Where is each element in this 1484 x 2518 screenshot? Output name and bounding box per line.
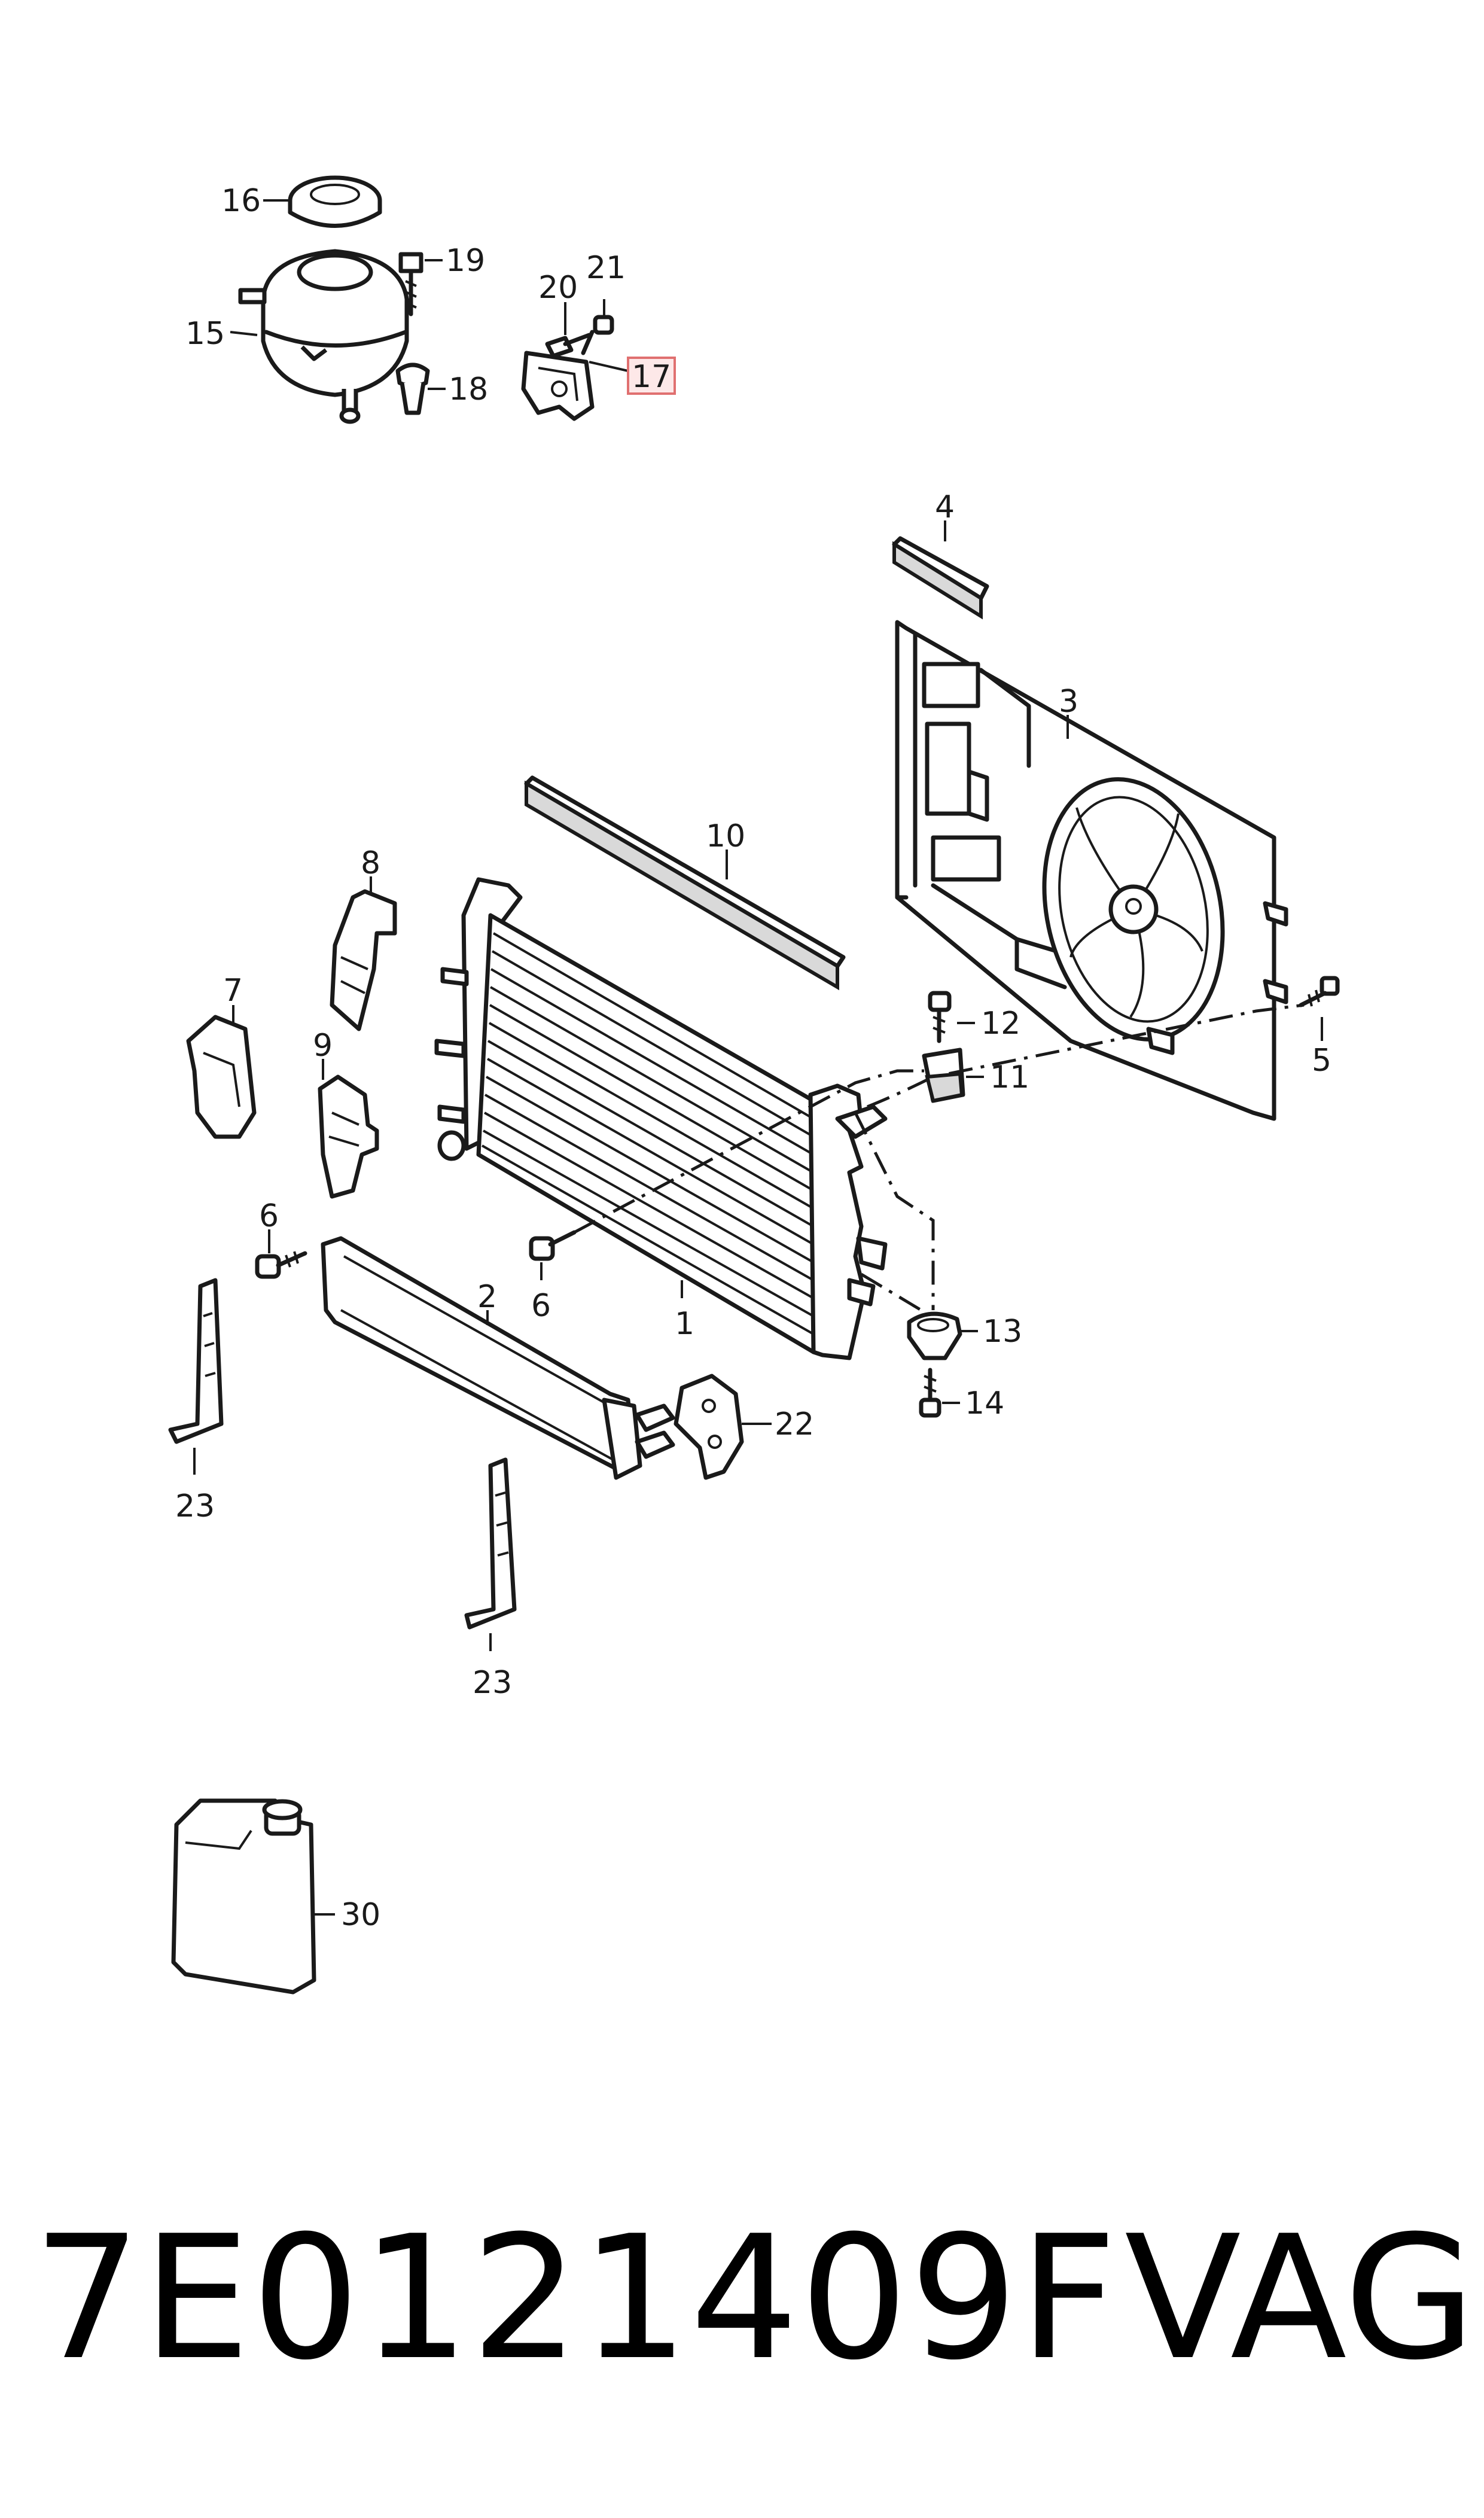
radiator-fins	[482, 932, 815, 1335]
callout-15: 15	[185, 316, 225, 352]
expansion-tank	[238, 249, 409, 424]
callout-22: 22	[775, 1406, 814, 1442]
callout-11: 11	[990, 1059, 1029, 1095]
seal-strip-4	[892, 536, 989, 620]
callout-10: 10	[706, 818, 745, 854]
tank-cap	[288, 175, 382, 228]
bolt-14	[919, 1368, 941, 1418]
callout-9: 9	[313, 1028, 333, 1064]
leader-lines	[193, 199, 1323, 1916]
callout-18: 18	[449, 372, 488, 407]
callout-30: 30	[341, 1897, 380, 1933]
callout-7: 7	[223, 973, 243, 1009]
callout-3: 3	[1059, 684, 1078, 720]
fan-shroud-3	[895, 620, 1288, 1121]
deflector-9	[318, 1074, 379, 1199]
callout-20: 20	[538, 270, 578, 306]
bracket-17	[521, 351, 595, 421]
bolt-6-center	[529, 1230, 577, 1261]
callout-17-highlight	[627, 357, 676, 395]
callout-14: 14	[965, 1386, 1004, 1421]
deflector-8	[330, 889, 397, 1031]
callout-21: 21	[586, 250, 626, 286]
bolt-6-left	[255, 1251, 307, 1279]
callout-23-left: 23	[175, 1488, 215, 1524]
brand-name: VAG	[1125, 2199, 1476, 2398]
callout-12: 12	[981, 1006, 1020, 1042]
bracket-22	[674, 1374, 744, 1480]
bolt-12	[928, 991, 952, 1043]
callouts: 16 15 19 18 20 21 17 4 3 10 8 7 9 6 6 2 …	[175, 183, 1331, 1933]
bolt-5	[1299, 976, 1340, 1007]
expansion-tank-group	[238, 175, 430, 424]
foam-strip-10	[524, 775, 846, 991]
callout-16: 16	[221, 183, 261, 219]
callout-2: 2	[477, 1279, 497, 1315]
callout-23-bottom: 23	[473, 1665, 512, 1701]
callout-1: 1	[675, 1306, 694, 1342]
aux-radiator-2	[321, 1236, 675, 1480]
callout-8: 8	[361, 845, 380, 881]
part-number: 7E0121409F	[33, 2199, 1119, 2398]
clip-18	[395, 363, 430, 415]
bracket-group	[521, 315, 614, 421]
callout-4: 4	[935, 489, 955, 525]
rubber-mount-13	[907, 1311, 962, 1360]
bolt-20	[545, 333, 592, 358]
callout-13: 13	[983, 1314, 1022, 1350]
callout-6-center: 6	[531, 1288, 551, 1324]
callout-19: 19	[446, 243, 485, 279]
bolt-19	[398, 252, 423, 316]
air-guide-23-left	[168, 1278, 224, 1444]
callout-6-left: 6	[259, 1198, 279, 1234]
deflector-7	[186, 1015, 257, 1139]
callout-17: 17	[632, 359, 671, 395]
rubber-mount-11	[922, 1048, 965, 1103]
air-guide-23-bottom	[464, 1457, 517, 1630]
alignment-lines	[573, 1003, 1305, 1312]
radiator-1	[434, 877, 888, 1360]
coolant-container-30	[171, 1798, 316, 1995]
callout-5: 5	[1312, 1043, 1331, 1079]
